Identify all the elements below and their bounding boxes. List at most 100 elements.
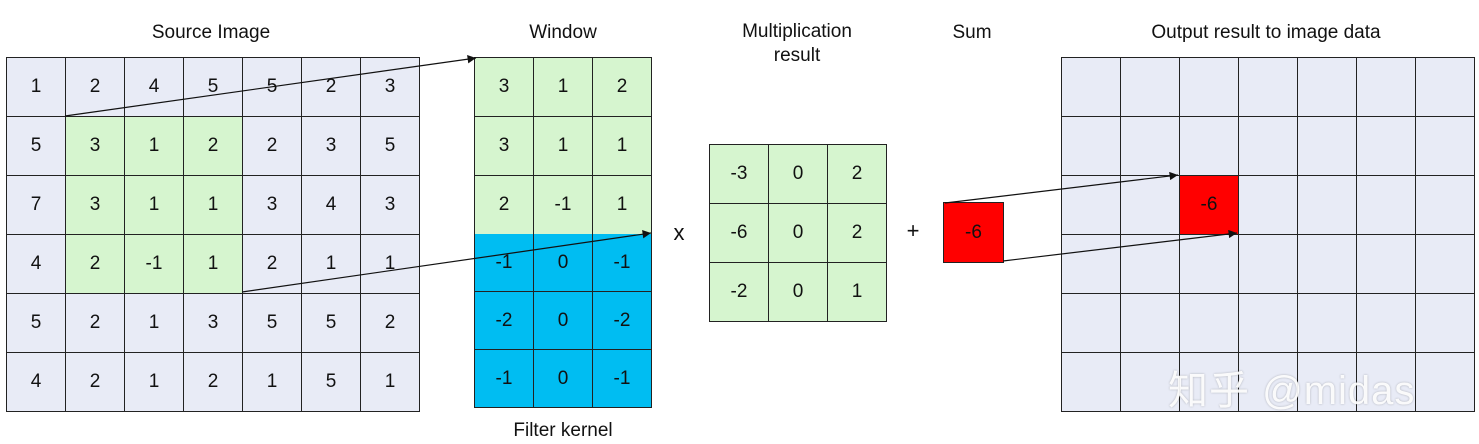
multiplication-cell: -2 xyxy=(710,263,769,322)
source-cell: 1 xyxy=(302,235,361,294)
output-cell xyxy=(1180,235,1239,294)
source-cell: 5 xyxy=(243,58,302,117)
output-cell xyxy=(1239,294,1298,353)
output-cell xyxy=(1180,117,1239,176)
source-cell: 2 xyxy=(66,353,125,412)
kernel-cell: -2 xyxy=(475,292,534,350)
source-cell: 1 xyxy=(125,294,184,353)
window-bottom-arrow xyxy=(241,230,652,293)
multiplication-cell: 0 xyxy=(769,145,828,204)
watermark: 知乎 @midas xyxy=(1168,369,1416,413)
output-top-arrow xyxy=(944,171,1179,204)
source-cell: 3 xyxy=(184,294,243,353)
filter-kernel-title: Filter kernel xyxy=(513,420,613,441)
output-cell xyxy=(1357,294,1416,353)
window-cell: 3 xyxy=(475,58,534,117)
source-image-title: Source Image xyxy=(151,22,271,43)
multiplication-title-line1: Multiplication xyxy=(742,21,852,42)
output-cell xyxy=(1416,176,1475,235)
source-cell: 3 xyxy=(243,176,302,235)
output-cell xyxy=(1062,58,1121,117)
source-cell: 4 xyxy=(302,176,361,235)
source-cell: -1 xyxy=(125,235,184,294)
source-cell: 1 xyxy=(243,353,302,412)
source-cell: 1 xyxy=(125,117,184,176)
output-cell xyxy=(1298,58,1357,117)
multiplication-cell: -3 xyxy=(710,145,769,204)
output-title: Output result to image data xyxy=(1151,22,1381,43)
output-cell xyxy=(1062,353,1121,412)
output-cell xyxy=(1121,353,1180,412)
source-cell: 2 xyxy=(302,58,361,117)
source-cell: 1 xyxy=(361,353,420,412)
output-cell xyxy=(1062,294,1121,353)
output-cell xyxy=(1298,235,1357,294)
sum-cell: -6 xyxy=(944,203,1004,263)
output-result-cell: -6 xyxy=(1180,176,1239,235)
source-cell: 5 xyxy=(243,294,302,353)
source-cell: 7 xyxy=(7,176,66,235)
source-cell: 2 xyxy=(184,117,243,176)
source-cell: 4 xyxy=(125,58,184,117)
output-cell xyxy=(1357,235,1416,294)
source-cell: 2 xyxy=(184,353,243,412)
output-cell xyxy=(1298,117,1357,176)
kernel-cell: -2 xyxy=(593,292,652,350)
kernel-cell: -1 xyxy=(475,234,534,292)
source-cell: 3 xyxy=(66,176,125,235)
output-cell xyxy=(1416,58,1475,117)
output-cell xyxy=(1121,117,1180,176)
source-cell: 1 xyxy=(7,58,66,117)
window-cell: 2 xyxy=(475,176,534,235)
source-cell: 4 xyxy=(7,235,66,294)
multiplication-cell: 0 xyxy=(769,204,828,263)
multiplication-cell: 2 xyxy=(828,145,887,204)
source-image-grid: 12455235312235731134342-1121152135524212… xyxy=(6,57,420,412)
output-cell xyxy=(1180,294,1239,353)
plus-operator: + xyxy=(906,218,920,243)
source-cell: 1 xyxy=(184,235,243,294)
kernel-cell: -1 xyxy=(593,350,652,408)
window-cell: 1 xyxy=(534,117,593,176)
source-cell: 1 xyxy=(361,235,420,294)
source-cell: 2 xyxy=(243,117,302,176)
kernel-cell: 0 xyxy=(534,350,593,408)
multiplication-title-line2: result xyxy=(773,45,821,66)
output-cell xyxy=(1357,176,1416,235)
multiply-operator: x xyxy=(673,220,685,245)
window-cell: 1 xyxy=(593,117,652,176)
output-bottom-arrow xyxy=(1002,229,1238,262)
multiplication-cell: 2 xyxy=(828,204,887,263)
output-cell xyxy=(1180,58,1239,117)
window-title: Window xyxy=(529,22,597,43)
source-cell: 2 xyxy=(66,58,125,117)
kernel-cell: -1 xyxy=(475,350,534,408)
source-cell: 1 xyxy=(184,176,243,235)
output-cell xyxy=(1298,353,1357,412)
output-cell xyxy=(1357,353,1416,412)
multiplication-cell: 0 xyxy=(769,263,828,322)
output-cell xyxy=(1298,176,1357,235)
sum-grid: -6 xyxy=(943,202,1004,263)
source-cell: 3 xyxy=(66,117,125,176)
output-cell xyxy=(1416,235,1475,294)
source-cell: 3 xyxy=(361,176,420,235)
source-cell: 3 xyxy=(302,117,361,176)
output-cell xyxy=(1357,58,1416,117)
output-cell xyxy=(1062,117,1121,176)
source-cell: 5 xyxy=(302,294,361,353)
window-cell: 3 xyxy=(475,117,534,176)
source-cell: 2 xyxy=(361,294,420,353)
window-cell: 1 xyxy=(534,58,593,117)
source-cell: 5 xyxy=(7,117,66,176)
source-cell: 5 xyxy=(361,117,420,176)
output-cell xyxy=(1121,176,1180,235)
output-cell xyxy=(1298,294,1357,353)
source-cell: 5 xyxy=(302,353,361,412)
output-cell xyxy=(1416,353,1475,412)
output-cell xyxy=(1239,176,1298,235)
source-cell: 1 xyxy=(125,176,184,235)
